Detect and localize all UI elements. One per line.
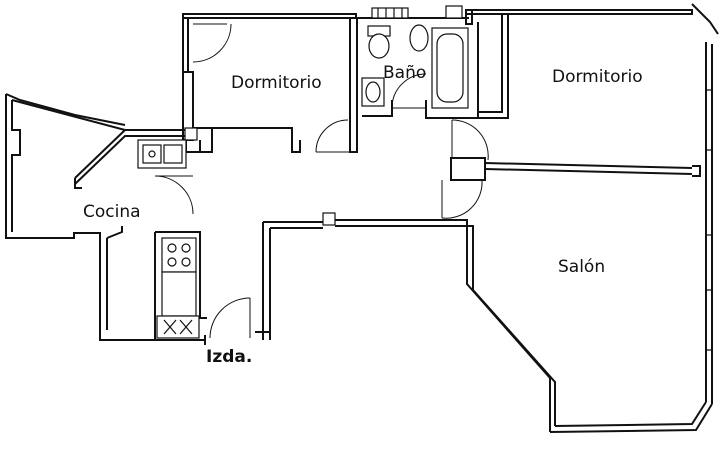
- kitchen-counter: [156, 271, 200, 339]
- toilet: [367, 25, 391, 59]
- interior-walls: [154, 10, 701, 340]
- bath-vent: [371, 7, 409, 19]
- kitchen-walls: [5, 93, 185, 338]
- kitchen-sink: [137, 139, 187, 169]
- outer-walls: [99, 3, 719, 433]
- room-label-salon: Salón: [558, 257, 605, 277]
- doors: [154, 23, 489, 339]
- room-label-bano: Baño: [383, 63, 426, 83]
- room-label-dormitorio-1: Dormitorio: [231, 73, 322, 93]
- bathtub: [431, 27, 469, 109]
- bath-window: [445, 5, 463, 19]
- room-label-dormitorio-2: Dormitorio: [552, 67, 643, 87]
- room-label-cocina: Cocina: [83, 202, 141, 222]
- bath-sink: [361, 77, 385, 107]
- bidet: [409, 24, 429, 52]
- stove: [161, 237, 197, 273]
- entrance-label: Izda.: [206, 347, 252, 367]
